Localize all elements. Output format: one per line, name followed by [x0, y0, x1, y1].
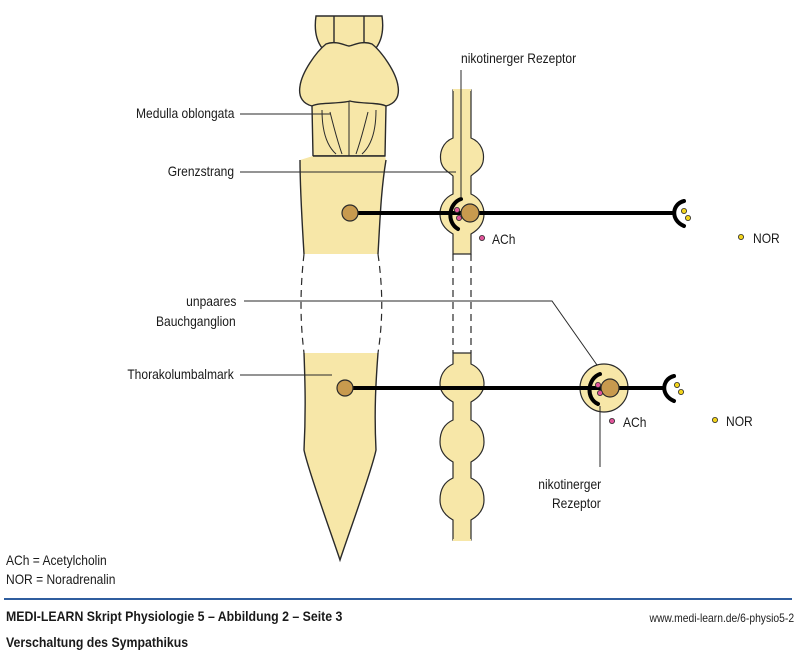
label-receptor-bottom-1: nikotinerger — [538, 476, 601, 492]
label-medulla-oblongata: Medulla oblongata — [135, 105, 234, 121]
legend-nor: NOR = Noradrenalin — [6, 571, 116, 587]
pons — [298, 41, 400, 107]
nor-dots — [674, 207, 745, 423]
neuron-body-ganglion-bottom — [600, 378, 620, 398]
sympathetic-chain — [439, 89, 485, 541]
nicotinic-receptor-top — [448, 197, 463, 231]
footer-title: MEDI-LEARN Skript Physiologie 5 – Abbild… — [6, 608, 343, 624]
chain-gap-dashed — [452, 254, 472, 353]
label-ach-bottom: ACh — [623, 414, 647, 430]
axons — [345, 211, 676, 390]
ach-legend-dot-bottom — [609, 417, 616, 424]
leader-bauchganglion — [244, 300, 598, 366]
leader-lines — [240, 70, 601, 467]
footer-url[interactable]: www.medi-learn.de/6-physio5-2 — [649, 611, 794, 625]
label-grenzstrang: Grenzstrang — [167, 163, 234, 179]
footer-subtitle: Verschaltung des Sympathikus — [6, 634, 189, 650]
ach-legend-dot-top — [478, 234, 485, 241]
neuron-body-cord-top — [341, 204, 359, 222]
receptors — [448, 197, 686, 406]
nor-legend-dot-bottom — [712, 416, 719, 423]
cord-upper — [300, 156, 386, 254]
label-ach-top: ACh — [492, 231, 516, 247]
label-nor-bottom: NOR — [726, 413, 753, 429]
nor-legend-dot-top — [738, 233, 745, 240]
neuron-body-cord-bottom — [336, 379, 354, 397]
neuron-bodies — [336, 203, 620, 398]
brainstem-top — [314, 15, 384, 49]
label-receptor-bottom-2: Rezeptor — [552, 495, 601, 511]
footer-divider — [4, 598, 792, 600]
label-bauchganglion-1: unpaares — [185, 293, 236, 309]
nicotinic-receptor-bottom — [587, 372, 602, 406]
chain-lower — [439, 352, 485, 541]
label-receptor-top: nikotinerger Rezeptor — [461, 50, 577, 66]
legend-ach: ACh = Acetylcholin — [6, 552, 107, 568]
cord-gap-dashed — [300, 253, 383, 354]
ach-dots — [453, 206, 616, 424]
label-thorakolumbalmark: Thorakolumbalmark — [127, 366, 234, 382]
effector-receptor-bottom — [662, 374, 676, 403]
neuron-body-ganglion-top — [460, 203, 480, 223]
effector-receptor-top — [672, 199, 686, 228]
spinal-cord — [298, 15, 400, 563]
label-bauchganglion-2: Bauchganglion — [156, 313, 236, 329]
label-nor-top: NOR — [753, 230, 780, 246]
